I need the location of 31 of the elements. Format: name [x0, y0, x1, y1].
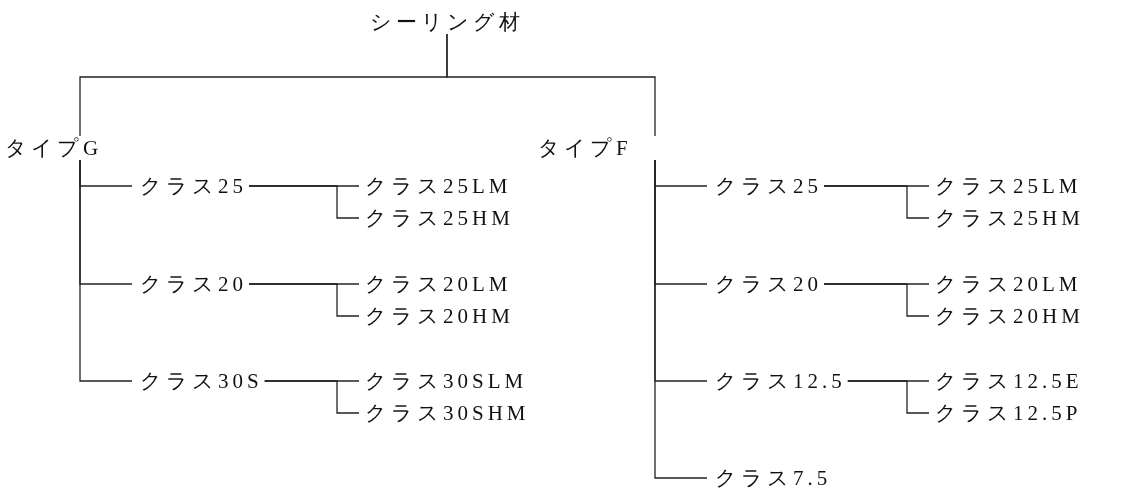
tree-label: クラス12.5: [715, 369, 846, 393]
tree-label: クラス20: [140, 272, 247, 296]
tree-label: クラス30SLM: [365, 369, 528, 393]
connector-line: [847, 380, 930, 414]
tree-label: シーリング材: [370, 10, 524, 34]
tree-label: クラス25LM: [365, 174, 512, 198]
tree-label: クラス20HM: [365, 304, 514, 328]
tree-label: クラス25: [140, 174, 247, 198]
tree-label: クラス20LM: [365, 272, 512, 296]
connector-line: [823, 283, 930, 317]
connector-line: [248, 283, 360, 317]
tree-label: クラス12.5P: [935, 401, 1082, 425]
connector-line: [446, 33, 656, 137]
tree-label: クラス25HM: [935, 206, 1084, 230]
tree-label: クラス20: [715, 272, 822, 296]
tree-label: クラス25LM: [935, 174, 1082, 198]
tree-label: タイプF: [538, 136, 632, 160]
tree-label: クラス20HM: [935, 304, 1084, 328]
tree-label: クラス7.5: [715, 466, 832, 490]
connector-line: [823, 185, 930, 219]
connector-line: [248, 185, 360, 219]
tree-label: タイプG: [5, 136, 103, 160]
tree-label: クラス30S: [140, 369, 263, 393]
connector-line: [264, 380, 360, 414]
tree-label: クラス20LM: [935, 272, 1082, 296]
tree-label: クラス12.5E: [935, 369, 1083, 393]
tree-label: クラス25: [715, 174, 822, 198]
tree-label: クラス30SHM: [365, 401, 530, 425]
connector-line: [79, 159, 133, 382]
connector-line: [654, 159, 708, 479]
tree-label: クラス25HM: [365, 206, 514, 230]
